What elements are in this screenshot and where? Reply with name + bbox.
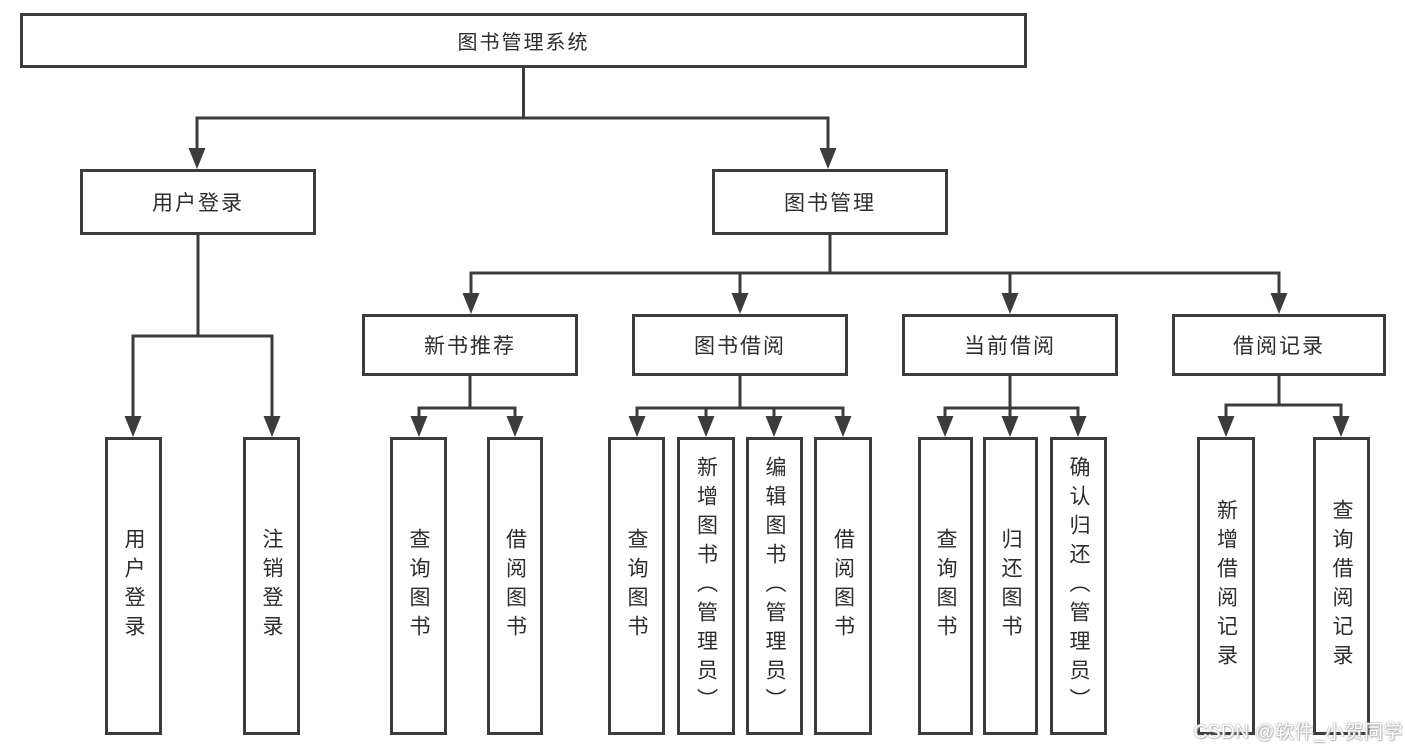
node-book-borrow-label: 图书借阅 [694,335,786,358]
node-book-borrow: 图书借阅 [632,314,848,376]
leaf-add-books-admin: 新增图书（管理员） [677,437,735,735]
node-user-login: 用户登录 [80,169,316,235]
node-current-borrow: 当前借阅 [902,314,1118,376]
node-book-mgmt: 图书管理 [712,169,948,235]
leaf-borrow-books: 借阅图书 [814,437,872,735]
leaf-confirm-return-admin: 确认归还（管理员） [1050,437,1107,735]
leaf-borrow-books-new: 借阅图书 [487,437,543,735]
leaf-query-books-current: 查询图书 [918,437,973,735]
arrowheads [124,148,1350,437]
leaf-query-books-new: 查询图书 [390,437,447,735]
node-borrow-records: 借阅记录 [1172,314,1386,376]
node-root-label: 图书管理系统 [457,32,590,54]
node-current-borrow-label: 当前借阅 [964,335,1056,358]
node-book-mgmt-label: 图书管理 [784,192,876,215]
leaf-query-books-borrow: 查询图书 [608,437,665,735]
node-root: 图书管理系统 [20,13,1027,68]
leaf-return-books: 归还图书 [983,437,1038,735]
leaf-user-login: 用户登录 [105,437,162,735]
leaf-logout-login: 注销登录 [243,437,300,735]
node-borrow-records-label: 借阅记录 [1233,335,1325,358]
leaf-edit-books-admin: 编辑图书（管理员） [746,437,803,735]
leaf-add-borrow-record: 新增借阅记录 [1197,437,1255,735]
node-new-books: 新书推荐 [362,314,578,376]
node-new-books-label: 新书推荐 [424,335,516,358]
node-user-login-label: 用户登录 [152,192,244,215]
leaf-query-borrow-record: 查询借阅记录 [1313,437,1370,735]
csdn-watermark: CSDN @软件_小贺同学 [1193,722,1403,743]
